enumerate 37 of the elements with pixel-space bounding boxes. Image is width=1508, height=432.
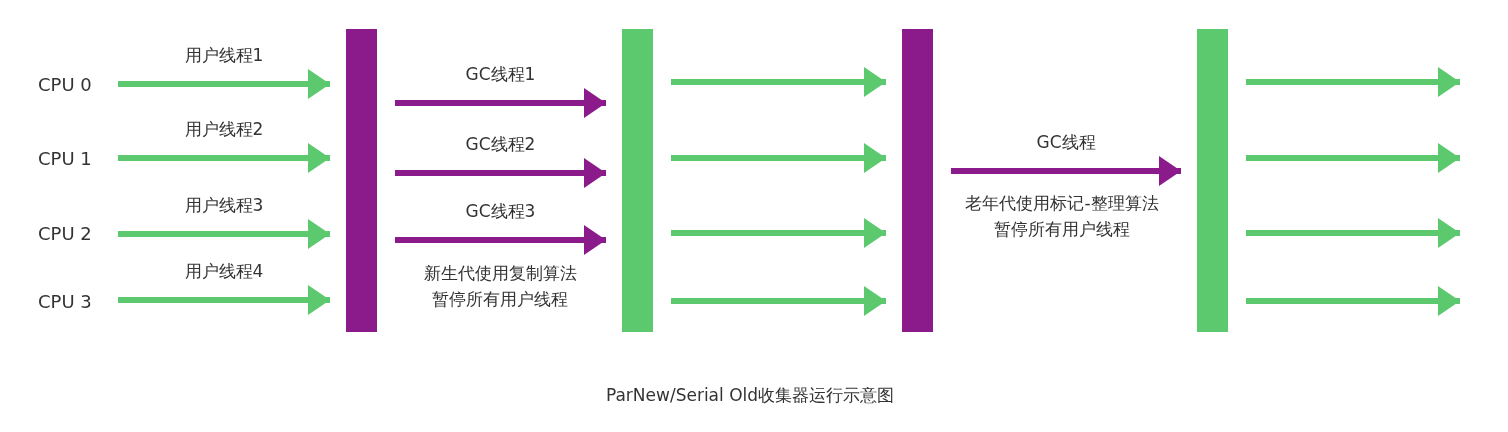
arrow [671,218,886,248]
arrow [671,143,886,173]
cpu-label: CPU 3 [38,290,108,314]
arrow [1246,286,1460,316]
note-text: 暂停所有用户线程 [432,288,568,310]
arrow [395,158,606,188]
arrow [395,225,606,255]
note-text: 暂停所有用户线程 [994,218,1130,240]
note-text: 老年代使用标记-整理算法 [965,192,1159,214]
arrow [671,286,886,316]
arrow [671,67,886,97]
note-text: 新生代使用复制算法 [423,262,577,284]
arrow [118,219,330,249]
barrier-bar [622,29,653,332]
edge-label: 用户线程2 [184,118,264,140]
edge-label: GC线程2 [465,133,536,155]
edge-label: GC线程1 [465,63,536,85]
arrow [951,156,1181,186]
edge-label: 用户线程4 [184,260,264,282]
arrow [1246,67,1460,97]
caption: ParNew/Serial Old收集器运行示意图 [605,384,895,406]
barrier-bar [346,29,377,332]
edge-label: GC线程3 [465,200,536,222]
cpu-label: CPU 1 [38,147,108,171]
edge-label: GC线程 [1036,131,1096,153]
arrow [1246,143,1460,173]
barrier-bar [902,29,933,332]
arrow [395,88,606,118]
cpu-label: CPU 0 [38,73,108,97]
arrow [1246,218,1460,248]
arrow [118,143,330,173]
arrow [118,285,330,315]
arrow [118,69,330,99]
edge-label: 用户线程3 [184,194,264,216]
cpu-label: CPU 2 [38,222,108,246]
edge-label: 用户线程1 [184,44,264,66]
barrier-bar [1197,29,1228,332]
